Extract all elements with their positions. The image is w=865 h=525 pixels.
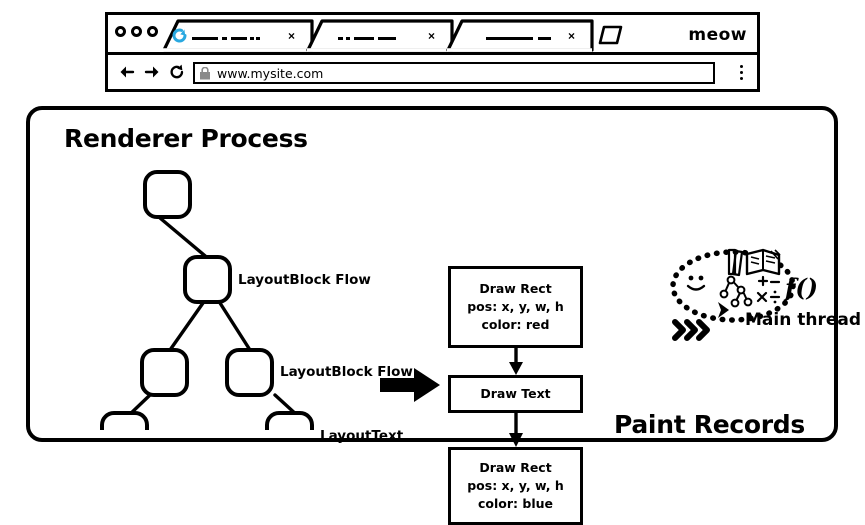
loading-spinner-icon xyxy=(172,28,187,43)
tab-shape xyxy=(153,19,314,52)
tree-node-root xyxy=(143,170,192,219)
browser-tab-2[interactable]: × xyxy=(306,19,454,52)
down-arrow-icon-1 xyxy=(508,348,524,376)
flow-arrow-icon xyxy=(380,365,442,405)
reload-icon[interactable] xyxy=(168,63,186,81)
layout-tree-svg xyxy=(100,170,314,460)
paint-records-caption: Paint Records xyxy=(614,410,805,439)
browser-window: × × × xyxy=(105,12,760,92)
tree-nodes xyxy=(100,170,314,460)
back-arrow-icon[interactable] xyxy=(118,63,136,81)
tree-edges xyxy=(126,216,300,418)
blob-trail-arrow-icon xyxy=(718,302,729,318)
paint-record-line: color: blue xyxy=(478,496,553,511)
paint-record-box-3: Draw Rect pos: x, y, w, h color: blue xyxy=(448,447,583,525)
main-thread-label: Main thread xyxy=(745,310,862,330)
books-icon xyxy=(727,248,744,277)
layout-tree-diagram: LayoutBlock Flow LayoutBlock Flow Layout… xyxy=(70,160,413,460)
down-arrow-icon-2 xyxy=(508,413,524,448)
window-minimize-dot[interactable] xyxy=(131,26,142,37)
function-icon: f() xyxy=(783,273,818,302)
tab-title-placeholder-1 xyxy=(192,32,260,44)
paint-record-line: Draw Text xyxy=(480,386,551,401)
tab-shape xyxy=(446,19,594,52)
paint-record-box-1: Draw Rect pos: x, y, w, h color: red xyxy=(448,266,583,348)
open-book-icon xyxy=(745,248,781,276)
tree-label-layoutblock-flow-1: LayoutBlock Flow xyxy=(238,272,371,288)
window-close-dot[interactable] xyxy=(115,26,126,37)
chevrons-icon xyxy=(672,319,710,341)
tab-strip: × × × xyxy=(108,15,757,55)
tree-node-5 xyxy=(100,411,149,460)
paint-record-box-2: Draw Text xyxy=(448,375,583,413)
paint-record-line: Draw Rect xyxy=(479,281,552,296)
new-tab-icon[interactable] xyxy=(595,25,623,45)
renderer-process-panel: Renderer Process LayoutBlock Flow xyxy=(26,106,861,525)
dotted-blob-outline xyxy=(670,249,796,323)
main-thread-illustration: f() xyxy=(667,248,865,348)
tree-node-6 xyxy=(265,411,314,460)
paint-record-line: color: red xyxy=(481,317,550,332)
three-dot-menu-icon[interactable] xyxy=(740,65,743,80)
tree-node-3 xyxy=(140,348,189,397)
tab-close-icon-2[interactable]: × xyxy=(428,29,436,43)
svg-text:f(): f() xyxy=(783,273,818,302)
tree-node-2 xyxy=(183,255,232,304)
paint-record-line: Draw Rect xyxy=(479,460,552,475)
lock-icon xyxy=(199,66,211,80)
page-title: Renderer Process xyxy=(64,124,308,153)
math-operators-icon xyxy=(756,275,781,304)
address-bar[interactable]: www.mysite.com xyxy=(193,62,715,84)
tab-close-icon-3[interactable]: × xyxy=(568,29,576,43)
paint-record-line: pos: x, y, w, h xyxy=(467,299,564,314)
tree-label-layouttext: LayoutText xyxy=(320,428,404,444)
window-maximize-dot[interactable] xyxy=(147,26,158,37)
paint-record-line: pos: x, y, w, h xyxy=(467,478,564,493)
window-controls[interactable] xyxy=(115,26,158,37)
smiley-face-icon xyxy=(686,275,706,291)
browser-tab-3[interactable]: × xyxy=(446,19,594,52)
tab-close-icon-1[interactable]: × xyxy=(288,29,296,43)
node-tree-icon xyxy=(719,275,753,308)
browser-toolbar: www.mysite.com xyxy=(108,55,757,92)
address-bar-url-text[interactable]: www.mysite.com xyxy=(217,66,324,81)
forward-arrow-icon[interactable] xyxy=(143,63,161,81)
browser-brand-label: meow xyxy=(688,25,747,45)
tree-label-layoutblock-flow-2: LayoutBlock Flow xyxy=(280,364,413,380)
tab-title-placeholder-2 xyxy=(338,32,400,44)
browser-tab-1[interactable]: × xyxy=(152,19,314,52)
tab-shape xyxy=(306,19,454,52)
tree-node-4 xyxy=(225,348,274,397)
tab-title-placeholder-3 xyxy=(486,32,551,44)
